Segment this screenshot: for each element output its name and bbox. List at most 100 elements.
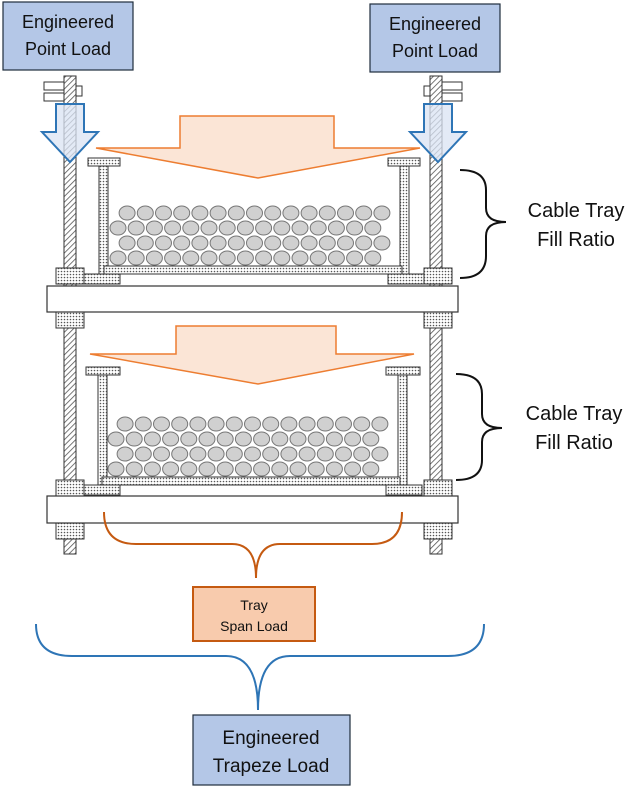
cable: [344, 461, 362, 477]
cable: [325, 431, 343, 447]
cable: [253, 431, 271, 447]
trapeze-load-line1: Engineered: [222, 728, 319, 749]
rod-nut-upper: [55, 267, 453, 329]
cable: [153, 416, 170, 432]
cable: [298, 416, 316, 432]
cable: [335, 446, 352, 462]
cable: [162, 461, 180, 477]
cable: [209, 205, 227, 221]
cable: [155, 205, 172, 221]
trapeze-strut-lower: [46, 495, 459, 524]
point-load-arrow-right: [407, 103, 469, 164]
cable: [109, 220, 127, 236]
cable: [253, 461, 271, 477]
cable: [364, 220, 382, 236]
cable: [198, 461, 216, 477]
cable: [227, 205, 245, 221]
cable: [136, 235, 154, 251]
cable: [200, 250, 218, 266]
cable: [335, 416, 352, 432]
cable: [355, 205, 373, 221]
cable: [191, 235, 209, 251]
cable: [107, 431, 125, 447]
cable: [318, 205, 336, 221]
point-load-arrow-left: [39, 103, 101, 164]
cable: [164, 250, 182, 266]
cable: [353, 446, 371, 462]
fill-ratio-lower-line2: Fill Ratio: [535, 432, 613, 454]
cable: [309, 220, 327, 236]
cable: [182, 250, 200, 266]
cable: [162, 431, 180, 447]
cable: [145, 250, 163, 266]
cable: [125, 461, 143, 477]
cable: [316, 416, 334, 432]
cable: [289, 461, 307, 477]
cable: [180, 431, 198, 447]
tray-span-load-line1: Tray: [240, 597, 267, 613]
cable: [291, 220, 309, 236]
cable: [225, 416, 243, 432]
trapeze-load-brace: [35, 623, 485, 711]
cable: [364, 250, 382, 266]
cable: [318, 235, 336, 251]
cable: [353, 416, 371, 432]
cable: [309, 250, 327, 266]
cable: [373, 205, 391, 221]
cable: [225, 446, 243, 462]
cable: [143, 431, 161, 447]
cable: [355, 235, 373, 251]
point-load-left-line1: Engineered: [22, 12, 114, 32]
cable: [325, 461, 343, 477]
cable: [307, 431, 325, 447]
cable: [327, 250, 345, 266]
tray-span-load-line2: Span Load: [220, 618, 288, 634]
cable: [236, 220, 254, 236]
cable: [127, 220, 145, 236]
cable: [155, 235, 172, 251]
cable: [153, 446, 170, 462]
cable: [107, 461, 125, 477]
cable: [207, 416, 225, 432]
trapeze-strut-upper: [46, 285, 459, 313]
trapeze-load-line2: Trapeze Load: [213, 756, 330, 777]
fill-ratio-brace-upper: [459, 169, 507, 279]
cable: [191, 205, 209, 221]
cable: [289, 431, 307, 447]
cable: [109, 250, 127, 266]
cable: [164, 220, 182, 236]
fill-ratio-lower-line1: Cable Tray: [526, 403, 623, 425]
fill-ratio-label-lower: Cable Tray Fill Ratio: [526, 403, 623, 454]
cable: [344, 431, 362, 447]
cable: [337, 235, 354, 251]
cable: [134, 416, 152, 432]
rod-clamp-right: [423, 81, 463, 102]
cable: [118, 205, 136, 221]
cable: [234, 431, 252, 447]
fill-ratio-label-upper: Cable Tray Fill Ratio: [528, 200, 625, 251]
cable: [216, 461, 234, 477]
cable: [373, 235, 391, 251]
cable: [118, 235, 136, 251]
cable: [371, 446, 389, 462]
cable: [244, 416, 261, 432]
cable: [116, 416, 134, 432]
cable: [218, 250, 236, 266]
cable: [271, 461, 289, 477]
cable: [207, 446, 225, 462]
point-load-right-line1: Engineered: [389, 14, 481, 34]
cable-tray-lower: [83, 366, 423, 496]
cable: [189, 416, 207, 432]
cable: [189, 446, 207, 462]
cable: [216, 431, 234, 447]
cable: [273, 250, 291, 266]
cable: [282, 235, 300, 251]
trapeze-load-label: Engineered Trapeze Load: [192, 714, 351, 786]
cable: [182, 220, 200, 236]
distributed-load-arrow-upper: [95, 115, 421, 179]
cable: [236, 250, 254, 266]
cable-bundle-lower: [107, 416, 389, 477]
cable: [255, 220, 273, 236]
cable: [255, 250, 273, 266]
